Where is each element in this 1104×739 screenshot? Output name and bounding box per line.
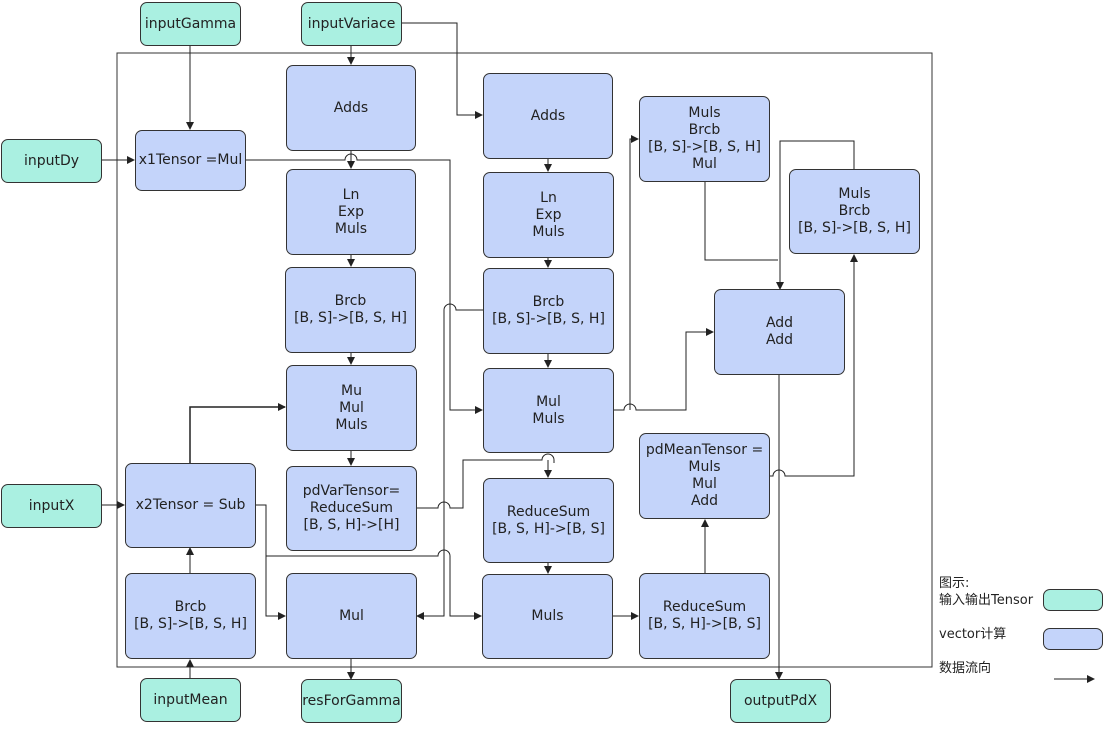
muls-brcb-mul-node: Muls Brcb [B, S]->[B, S, H] Mul [639,96,770,182]
module-frame [116,52,933,668]
legend-io-label: 输入输出Tensor [939,593,1034,608]
brcb-node-2: Brcb [B, S]->[B, S, H] [483,268,614,354]
x1-tensor-mul-node: x1Tensor =Mul [135,130,246,191]
legend-vector-label: vector计算 [939,627,1007,642]
input-gamma-node: inputGamma [140,2,241,46]
pdvar-tensor-node: pdVarTensor= ReduceSum [B, S, H]->[H] [286,466,417,551]
reducesum-node-1: ReduceSum [B, S, H]->[B, S] [483,478,614,563]
legend-flow-label: 数据流向 [939,661,992,676]
mu-mul-muls-node: Mu Mul Muls [286,365,417,451]
brcb-mean-node: Brcb [B, S]->[B, S, H] [125,573,256,659]
x2-tensor-sub-node: x2Tensor = Sub [125,463,256,548]
ln-exp-muls-node-1: Ln Exp Muls [286,169,416,255]
brcb-node-1: Brcb [B, S]->[B, S, H] [285,267,416,353]
res-for-gamma-node: resForGamma [301,679,402,723]
legend-title: 图示: [939,576,970,591]
muls-brcb-node: Muls Brcb [B, S]->[B, S, H] [789,169,920,254]
legend-io-swatch [1043,589,1103,611]
input-mean-node: inputMean [140,678,241,722]
add-add-node: Add Add [714,289,845,375]
ln-exp-muls-node-2: Ln Exp Muls [483,172,614,258]
mul-gamma-node: Mul [286,573,417,659]
output-pdx-node: outputPdX [730,679,831,723]
adds-node-2: Adds [483,73,613,159]
input-variace-node: inputVariace [301,2,402,46]
muls-bottom-node: Muls [482,574,613,659]
adds-node-1: Adds [286,65,416,151]
mul-muls-node: Mul Muls [483,368,614,453]
pdmean-tensor-node: pdMeanTensor = Muls Mul Add [639,433,770,519]
input-dy-node: inputDy [1,139,102,183]
input-x-node: inputX [1,484,102,528]
reducesum-node-2: ReduceSum [B, S, H]->[B, S] [639,573,770,659]
legend-vector-swatch [1043,628,1103,650]
